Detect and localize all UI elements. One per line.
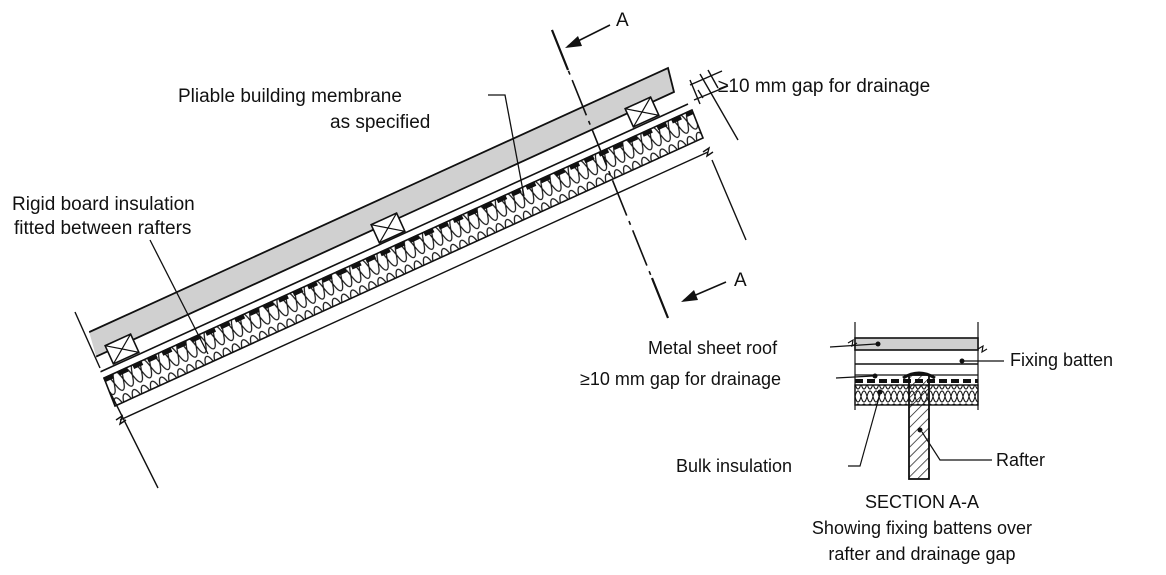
section-label-rafter: Rafter (996, 450, 1045, 470)
insulation-label-line1: Rigid board insulation (12, 194, 195, 215)
batten-1 (104, 333, 140, 365)
membrane-label-line1: Pliable building membrane (178, 86, 402, 107)
battens (104, 96, 660, 365)
insulation-label-line2: fitted between rafters (14, 218, 191, 239)
membrane-line (102, 109, 694, 383)
batten-bottom-line (99, 103, 689, 373)
section-title: SECTION A-A (865, 492, 979, 512)
section-caption-line1: Showing fixing battens over (812, 518, 1032, 538)
gap-dimension (689, 69, 739, 141)
section-label-metal-sheet: Metal sheet roof (648, 338, 778, 358)
section-cut-line (550, 24, 727, 319)
section-label-gap: ≥10 mm gap for drainage (580, 369, 781, 389)
membrane-label-line2: as specified (330, 112, 430, 133)
section-label-bulk-insulation: Bulk insulation (676, 456, 792, 476)
batten-3 (624, 96, 660, 128)
insulation-leader (149, 239, 209, 355)
section-caption-line2: rafter and drainage gap (828, 544, 1015, 564)
batten-2 (370, 212, 406, 244)
section-label-fixing-batten: Fixing batten (1010, 350, 1113, 370)
membrane-leader (488, 94, 525, 197)
section-mark-top: A (616, 10, 629, 31)
insulation-layer (102, 108, 705, 408)
section-rafter (908, 374, 930, 480)
section-aa-detail (829, 322, 1004, 480)
section-mark-bottom: A (734, 270, 747, 291)
gap-label-top: ≥10 mm gap for drainage (718, 76, 930, 97)
rafter-underside-2 (119, 151, 709, 421)
